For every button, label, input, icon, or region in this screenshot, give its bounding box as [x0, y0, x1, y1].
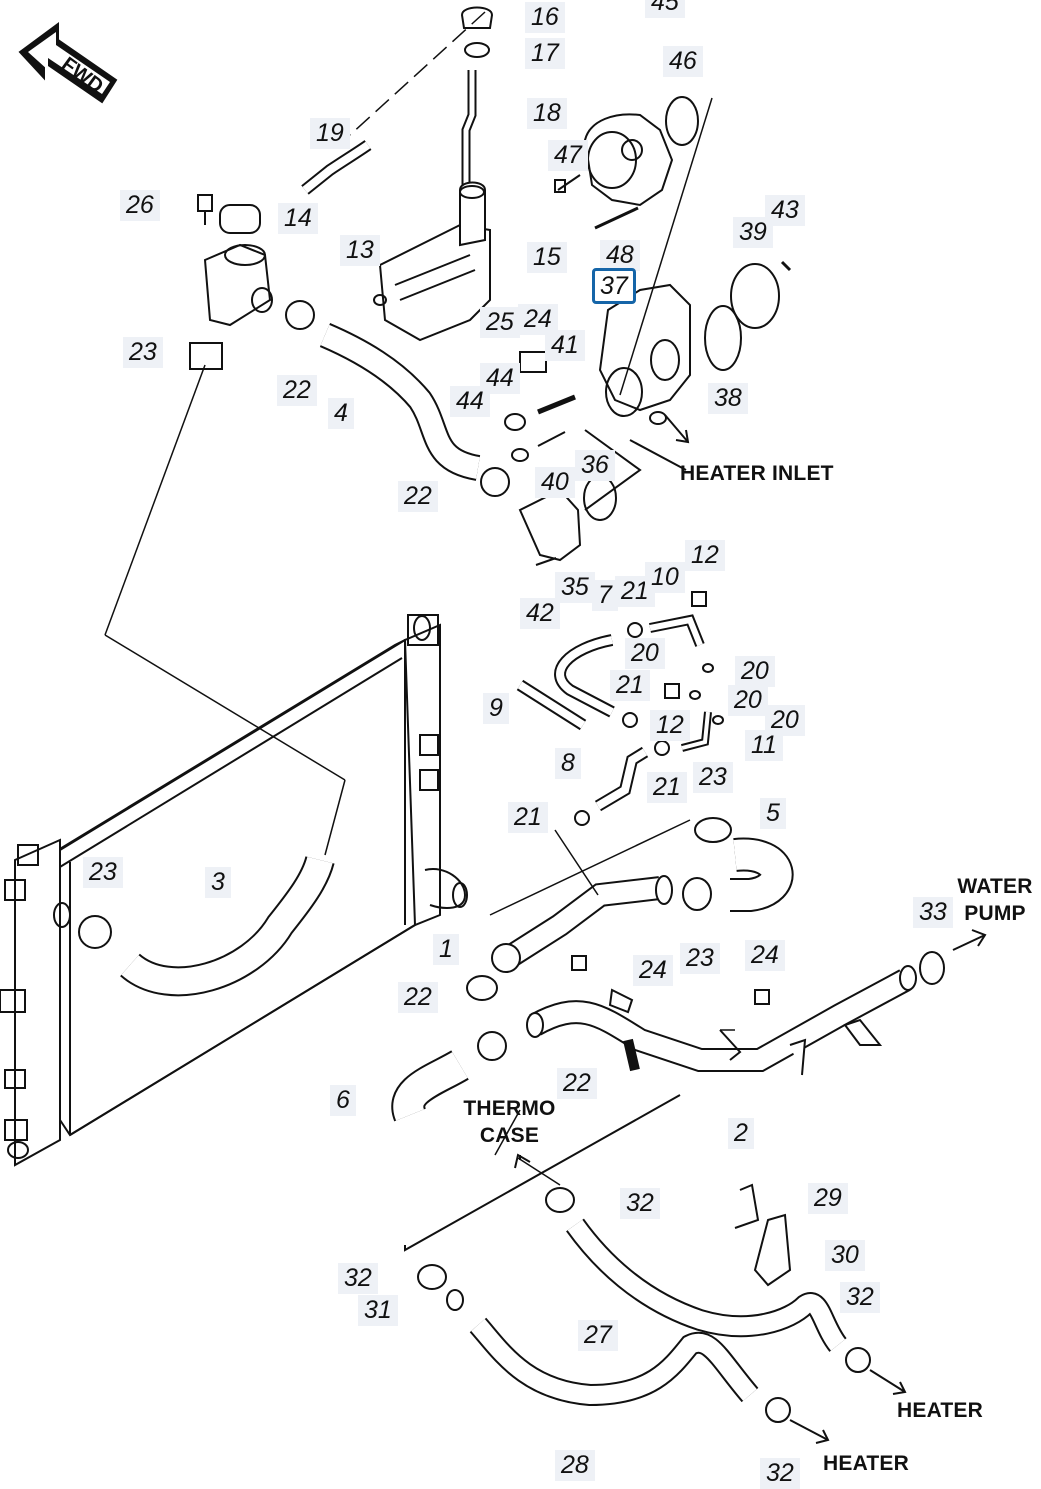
part-label-24a[interactable]: 24 — [518, 304, 558, 335]
part-label-14[interactable]: 14 — [278, 203, 318, 234]
part-label-24c[interactable]: 24 — [745, 940, 785, 971]
part-label-23a[interactable]: 23 — [123, 337, 163, 368]
callout-thermo-case: THERMO CASE — [462, 1095, 557, 1149]
part-label-28[interactable]: 28 — [555, 1450, 595, 1481]
leader-lines — [105, 12, 735, 1155]
part-label-39[interactable]: 39 — [733, 217, 773, 248]
part-label-20d[interactable]: 20 — [765, 705, 805, 736]
part-label-13[interactable]: 13 — [340, 235, 380, 266]
part-label-5[interactable]: 5 — [760, 798, 786, 829]
part-label-46[interactable]: 46 — [663, 46, 703, 77]
part-label-21b[interactable]: 21 — [610, 670, 650, 701]
part-label-23d[interactable]: 23 — [680, 943, 720, 974]
part-label-12b[interactable]: 12 — [650, 710, 690, 741]
part-label-23c[interactable]: 23 — [83, 857, 123, 888]
part-label-45[interactable]: 45 — [645, 0, 685, 18]
callout-thermo-case-line1: THERMO — [463, 1097, 556, 1120]
callout-thermo-case-line2: CASE — [479, 1124, 540, 1147]
part-label-21d[interactable]: 21 — [508, 802, 548, 833]
part-label-42[interactable]: 42 — [520, 598, 560, 629]
part-label-29[interactable]: 29 — [808, 1183, 848, 1214]
part-label-20a[interactable]: 20 — [625, 638, 665, 669]
part-label-1[interactable]: 1 — [433, 934, 459, 965]
part-label-22b[interactable]: 22 — [398, 481, 438, 512]
part-label-36[interactable]: 36 — [575, 450, 615, 481]
part-label-32c[interactable]: 32 — [840, 1282, 880, 1313]
part-label-22a[interactable]: 22 — [277, 375, 317, 406]
part-label-38[interactable]: 38 — [708, 383, 748, 414]
callout-heater-inlet: HEATER INLET — [680, 462, 834, 485]
part-label-2[interactable]: 2 — [728, 1118, 754, 1149]
part-label-19[interactable]: 19 — [310, 118, 350, 149]
part-label-33[interactable]: 33 — [913, 897, 953, 928]
part-label-9[interactable]: 9 — [483, 693, 509, 724]
part-label-7[interactable]: 7 — [592, 580, 618, 611]
part-label-32d[interactable]: 32 — [760, 1458, 800, 1489]
fwd-arrow-icon: FWD — [18, 22, 118, 104]
part-label-10[interactable]: 10 — [645, 562, 685, 593]
part-label-17[interactable]: 17 — [525, 38, 565, 69]
part-label-22d[interactable]: 22 — [557, 1068, 597, 1099]
part-label-6[interactable]: 6 — [330, 1085, 356, 1116]
hose-5 — [572, 818, 777, 1004]
part-label-3[interactable]: 3 — [205, 867, 231, 898]
part-label-47[interactable]: 47 — [548, 140, 588, 171]
part-label-4[interactable]: 4 — [328, 398, 354, 429]
pipe-1 — [490, 820, 690, 972]
part-label-20b[interactable]: 20 — [735, 656, 775, 687]
part-label-20c[interactable]: 20 — [728, 685, 768, 716]
callout-water-pump: WATER PUMP — [955, 873, 1035, 927]
part-label-24b[interactable]: 24 — [633, 955, 673, 986]
callout-water-pump-line2: PUMP — [964, 902, 1026, 925]
radiator — [0, 615, 467, 1167]
callout-heater-2: HEATER — [823, 1452, 909, 1475]
part-label-11[interactable]: 11 — [745, 730, 783, 761]
part-label-48[interactable]: 48 — [600, 240, 640, 271]
part-label-44b[interactable]: 44 — [450, 386, 490, 417]
callout-heater-1: HEATER — [897, 1399, 983, 1422]
hose-3 — [79, 860, 320, 981]
part-label-31[interactable]: 31 — [358, 1295, 398, 1326]
part-label-18[interactable]: 18 — [527, 98, 567, 129]
water-pump-area — [190, 8, 790, 566]
part-label-26[interactable]: 26 — [120, 190, 160, 221]
part-label-15[interactable]: 15 — [527, 242, 567, 273]
heater-hoses — [405, 1095, 870, 1422]
part-label-32b[interactable]: 32 — [338, 1263, 378, 1294]
part-label-32a[interactable]: 32 — [620, 1188, 660, 1219]
part-label-21c[interactable]: 21 — [647, 772, 687, 803]
hose-6 — [408, 976, 506, 1115]
part-label-12a[interactable]: 12 — [685, 540, 725, 571]
part-label-8[interactable]: 8 — [555, 748, 581, 779]
part-label-35[interactable]: 35 — [555, 572, 595, 603]
part-label-37[interactable]: 37 — [592, 268, 636, 304]
callout-water-pump-line1: WATER — [957, 875, 1033, 898]
part-label-16[interactable]: 16 — [525, 2, 565, 33]
small-hoses — [520, 592, 723, 825]
part-label-30[interactable]: 30 — [825, 1240, 865, 1271]
callout-arrows — [515, 415, 985, 1443]
part-label-27[interactable]: 27 — [578, 1320, 618, 1351]
part-label-41[interactable]: 41 — [545, 330, 585, 361]
part-label-25[interactable]: 25 — [480, 307, 520, 338]
part-label-23b[interactable]: 23 — [693, 762, 733, 793]
pipe-2 — [527, 952, 944, 1075]
part-label-22c[interactable]: 22 — [398, 982, 438, 1013]
part-label-40[interactable]: 40 — [535, 467, 575, 498]
